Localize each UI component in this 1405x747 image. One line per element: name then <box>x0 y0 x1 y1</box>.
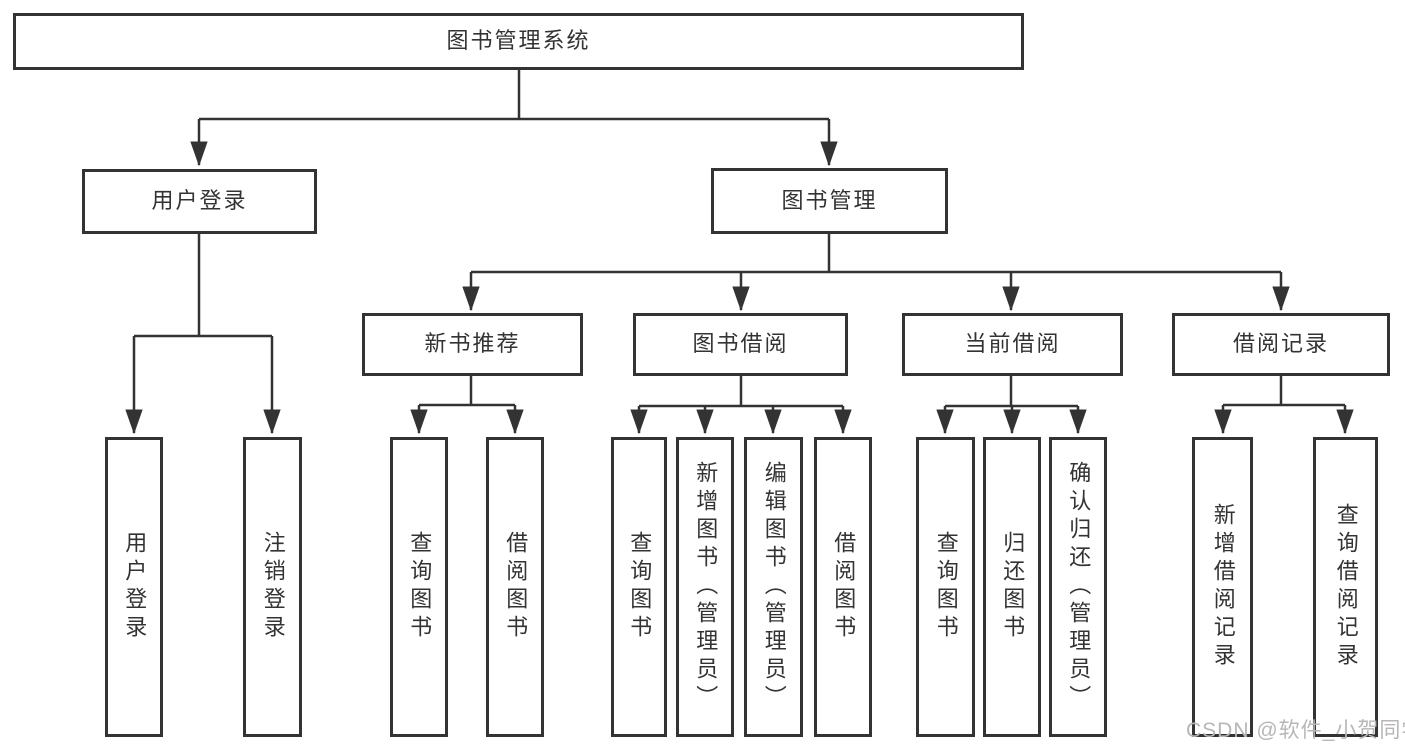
node-leaf-query-books-3: 查询图书 <box>916 437 975 737</box>
node-new-book-recommend: 新书推荐 <box>362 313 583 376</box>
node-current-borrowing: 当前借阅 <box>902 313 1123 376</box>
node-user-login: 用户登录 <box>82 169 317 234</box>
tree-connectors <box>125 70 1354 435</box>
node-leaf-borrow-books-2: 借阅图书 <box>814 437 872 737</box>
node-book-borrowing: 图书借阅 <box>633 313 848 376</box>
node-leaf-return-books: 归还图书 <box>983 437 1041 737</box>
node-leaf-logout: 注销登录 <box>243 437 302 737</box>
node-leaf-confirm-return-admin: 确认归还（管理员） <box>1049 437 1107 737</box>
node-book-management: 图书管理 <box>711 168 948 234</box>
node-leaf-query-books-1: 查询图书 <box>390 437 448 737</box>
node-leaf-add-borrow-record: 新增借阅记录 <box>1192 437 1253 737</box>
node-leaf-borrow-books-1: 借阅图书 <box>486 437 544 737</box>
node-leaf-edit-books-admin: 编辑图书（管理员） <box>744 437 803 737</box>
node-leaf-add-books-admin: 新增图书（管理员） <box>676 437 734 737</box>
node-leaf-query-books-2: 查询图书 <box>611 437 667 737</box>
node-leaf-user-login: 用户登录 <box>105 437 163 737</box>
node-leaf-query-borrow-record: 查询借阅记录 <box>1313 437 1378 737</box>
node-root: 图书管理系统 <box>13 13 1024 70</box>
csdn-watermark: CSDN @软件_小贺同学 <box>1186 719 1405 742</box>
node-borrowing-records: 借阅记录 <box>1172 313 1390 376</box>
